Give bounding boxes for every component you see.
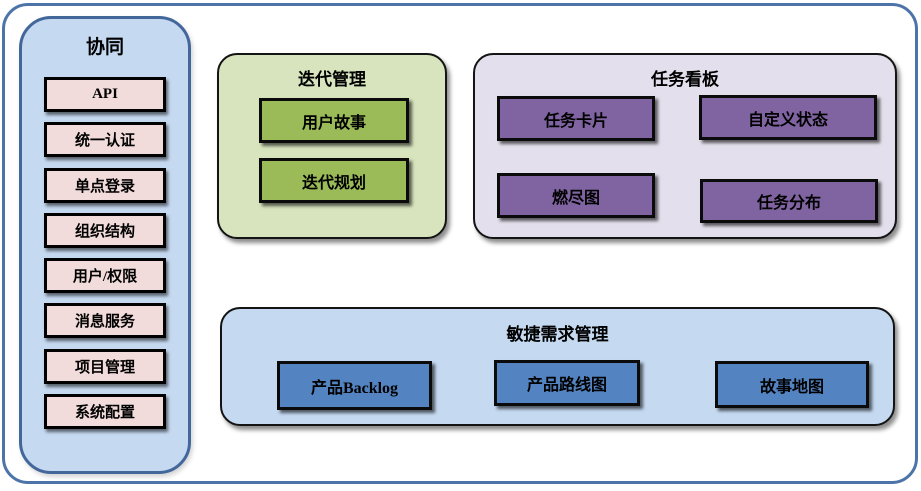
sidebar-item-project-management: 项目管理 <box>44 348 166 384</box>
iteration-management-title: 迭代管理 <box>298 70 366 89</box>
collaboration-panel-title: 协同 <box>85 37 124 58</box>
sidebar-item-unified-auth: 统一认证 <box>44 122 166 158</box>
tile-burndown-chart: 燃尽图 <box>497 173 655 218</box>
tile-user-story: 用户故事 <box>259 98 409 143</box>
tile-task-distribution: 任务分布 <box>700 179 878 223</box>
sidebar-item-api: API <box>44 77 166 112</box>
tile-task-card: 任务卡片 <box>497 96 655 141</box>
collaboration-item-list: API 统一认证 单点登录 组织结构 用户/权限 消息服务 项目管理 系统配置 <box>22 77 188 429</box>
sidebar-item-sso: 单点登录 <box>44 167 166 203</box>
agile-requirements-title: 敏捷需求管理 <box>506 325 609 344</box>
task-kanban-title: 任务看板 <box>651 70 719 89</box>
agile-requirements-group: 敏捷需求管理 产品Backlog 产品路线图 故事地图 <box>220 307 895 426</box>
task-kanban-group: 任务看板 任务卡片 自定义状态 燃尽图 任务分布 <box>473 53 897 239</box>
tile-product-backlog: 产品Backlog <box>277 361 432 410</box>
tile-story-map: 故事地图 <box>715 361 869 408</box>
sidebar-item-org-structure: 组织结构 <box>44 212 166 248</box>
sidebar-item-message-service: 消息服务 <box>44 303 166 339</box>
sidebar-item-user-permissions: 用户/权限 <box>44 258 166 294</box>
collaboration-panel: 协同 API 统一认证 单点登录 组织结构 用户/权限 消息服务 项目管理 系统… <box>19 16 191 474</box>
tile-custom-status: 自定义状态 <box>699 95 877 140</box>
sidebar-item-system-config: 系统配置 <box>44 393 166 429</box>
iteration-management-group: 迭代管理 用户故事 迭代规划 <box>217 53 447 239</box>
tile-iteration-planning: 迭代规划 <box>259 158 409 203</box>
tile-product-roadmap: 产品路线图 <box>494 360 640 406</box>
outer-frame: 协同 API 统一认证 单点登录 组织结构 用户/权限 消息服务 项目管理 系统… <box>2 3 918 484</box>
